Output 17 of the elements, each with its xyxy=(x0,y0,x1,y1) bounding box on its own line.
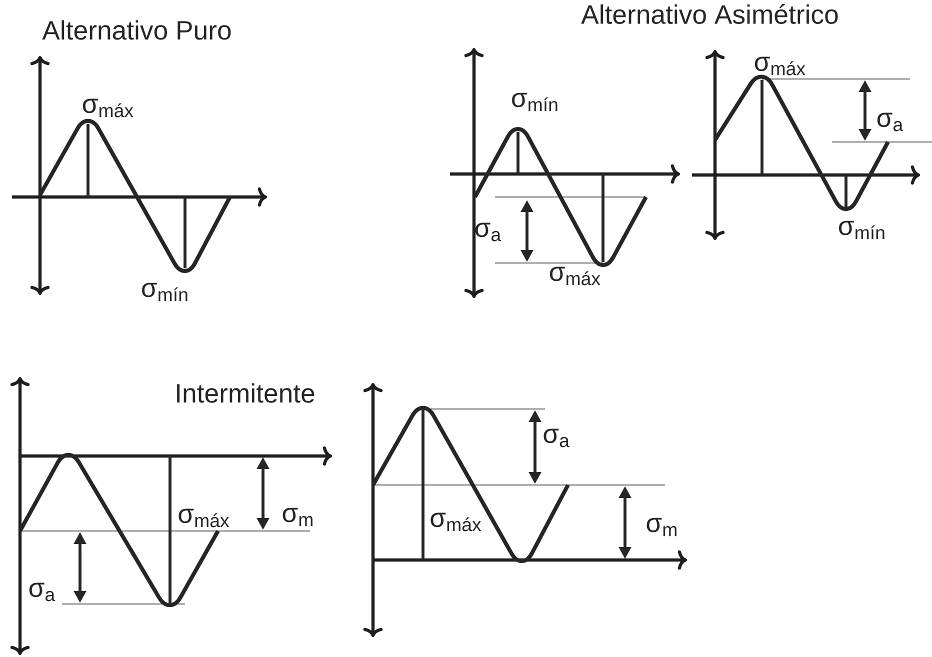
stress-label: σ$_{m}$ xyxy=(646,518,676,536)
stress-label: σ$_{máx}$ xyxy=(430,512,482,532)
stress-label: σ$_{máx}$ xyxy=(178,508,230,528)
stress-label: σ$_{máx}$ xyxy=(82,98,134,118)
stress-label: σ$_{mín}$ xyxy=(839,220,884,240)
stress-label: σ$_{mín}$ xyxy=(142,282,188,302)
stress-label: σ$_{a}$ xyxy=(475,222,502,242)
panel-title: Alternativo Asimétrico xyxy=(581,4,838,24)
stress-label: σ$_{máx}$ xyxy=(754,56,806,76)
stress-label: σ$_{máx}$ xyxy=(550,266,600,286)
panel-title: Alternativo Puro xyxy=(42,20,231,40)
stress-label: σ$_{m}$ xyxy=(282,508,312,526)
stress-label: σ$_{a}$ xyxy=(29,582,56,602)
stress-label: σ$_{a}$ xyxy=(544,428,570,448)
stress-label: σ$_{a}$ xyxy=(877,112,904,132)
stress-label: σ$_{mín}$ xyxy=(512,92,558,112)
panel-title: Intermitente xyxy=(177,383,314,403)
